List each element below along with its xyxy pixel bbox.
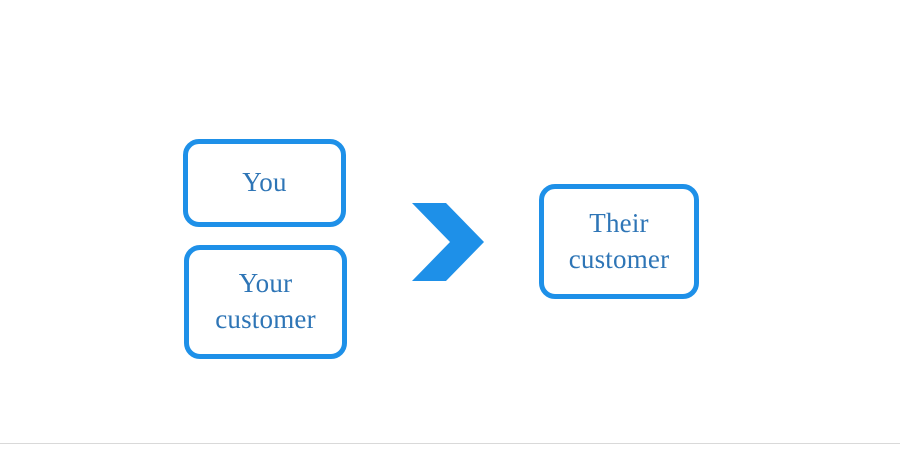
diagram-node-your-customer-label: Your customer bbox=[215, 268, 316, 334]
diagram-node-your-customer[interactable]: Your customer bbox=[184, 245, 347, 359]
chevron-right-icon bbox=[410, 203, 486, 281]
diagram-node-you-label: You bbox=[242, 167, 287, 198]
diagram-node-their-customer[interactable]: Their customer bbox=[539, 184, 699, 299]
chevron-right-polygon bbox=[412, 203, 484, 281]
diagram-node-their-customer-label: Their customer bbox=[568, 207, 670, 274]
bottom-divider bbox=[0, 443, 900, 444]
diagram-node-you[interactable]: You bbox=[183, 139, 346, 227]
chevron-right-shape bbox=[412, 203, 484, 281]
